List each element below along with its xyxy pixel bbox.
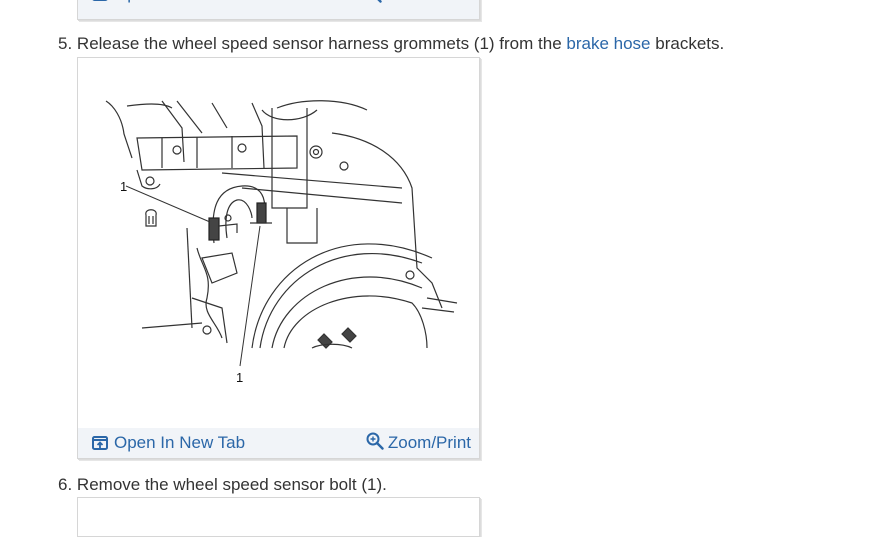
wheel-speed-sensor-illustration: 1 1 (105, 100, 458, 385)
step-number: 5. (58, 34, 73, 53)
callout-label: 1 (120, 179, 127, 194)
open-new-tab-label: Open In New Tab (114, 0, 245, 4)
figure-step-4: Open In New Tab Zoom/Print (77, 0, 480, 20)
step-6: 6. Remove the wheel speed sensor bolt (1… (58, 474, 387, 496)
zoom-print-label: Zoom/Print (387, 433, 471, 452)
figure-toolbar: Open In New Tab Zoom/Print (78, 428, 479, 458)
step-number: 6. (58, 475, 73, 494)
callout-label: 1 (236, 370, 243, 385)
open-new-tab-icon (92, 0, 108, 1)
zoom-in-icon (377, 0, 382, 3)
open-new-tab-label: Open In New Tab (114, 433, 246, 452)
step-text: Remove the wheel speed sensor bolt (1). (76, 475, 387, 494)
step-text: Release the wheel speed sensor harness g… (76, 34, 562, 53)
open-new-tab-button[interactable]: Open In New Tab (92, 433, 245, 453)
zoom-in-icon (366, 432, 384, 450)
open-new-tab-icon (92, 436, 108, 450)
zoom-print-label: Zoom/Print (388, 0, 471, 4)
zoom-print-button[interactable]: Zoom/Print (364, 0, 471, 4)
open-new-tab-button[interactable]: Open In New Tab (92, 0, 245, 4)
figure-toolbar: Open In New Tab Zoom/Print (78, 0, 479, 19)
figure-step-5: 1 1 Open In New Tab Zoom/Print (77, 57, 480, 459)
figure-step-6 (77, 497, 480, 537)
brake-hose-link[interactable]: brake hose (566, 34, 651, 53)
step-5: 5. Release the wheel speed sensor harnes… (58, 33, 724, 55)
step-text-after: brackets. (655, 34, 725, 53)
zoom-print-button[interactable]: Zoom/Print (366, 431, 471, 452)
